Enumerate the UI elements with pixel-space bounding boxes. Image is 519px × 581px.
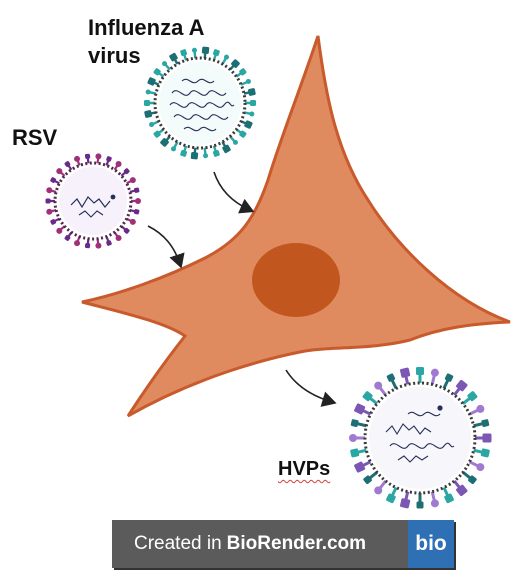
influenza-virus-particle	[144, 46, 256, 160]
rsv-virus-particle	[45, 153, 141, 249]
rsv-label: RSV	[12, 125, 58, 150]
badge-prefix: Created in	[134, 533, 222, 554]
badge-text: Created in BioRender.com	[112, 520, 408, 568]
cell-nucleus	[252, 243, 340, 317]
host-cell	[81, 35, 511, 418]
hvp-label: HVPs	[278, 458, 331, 480]
influenza-label: Influenza A virus	[88, 14, 205, 70]
hvp-particle	[349, 367, 492, 509]
biorender-badge[interactable]: Created in BioRender.com bio	[112, 520, 454, 568]
influenza-label-line1: Influenza A	[88, 15, 205, 40]
arrow-influenza-to-cell	[213, 171, 255, 214]
arrow-cell-to-hvp	[285, 369, 337, 407]
badge-brand: BioRender.com	[226, 533, 367, 554]
influenza-label-line2: virus	[88, 43, 141, 68]
arrow-rsv-to-cell	[147, 225, 185, 269]
biorender-logo-icon: bio	[408, 520, 454, 568]
